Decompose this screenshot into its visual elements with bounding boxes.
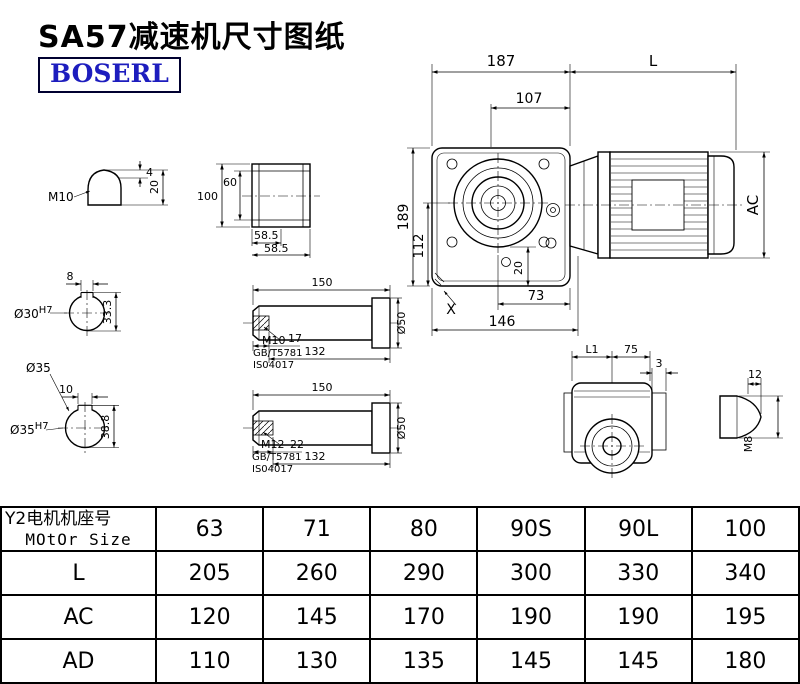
dim-shaft1-dia: Ø50 (395, 312, 408, 335)
motor-size-header: Y2电机机座号 MOtOr Size (0, 506, 157, 552)
AC-value-0: 120 (154, 594, 265, 640)
motor-size-90L: 90L (583, 506, 693, 552)
dim-shaft1-150: 150 (312, 276, 333, 289)
motor-size-63: 63 (154, 506, 265, 552)
rear-view: L1 75 3 (563, 343, 678, 479)
dimension-table: Y2电机机座号 MOtOr Size 63 71 80 90S 90L 100 … (0, 506, 800, 684)
dim-rear-L1: L1 (585, 343, 598, 356)
shaft1-std2-label: IS04017 (253, 360, 294, 371)
dim-shaft1-17: 17 (288, 332, 302, 345)
motor-size-header-en: MOtOr Size (25, 530, 132, 550)
table-row-AD: AD 110 130 135 145 145 180 (0, 638, 800, 684)
shaft1-thread-label: M10 (262, 334, 286, 347)
dim-bush-60: 60 (223, 176, 237, 189)
dim-main-20: 20 (512, 261, 525, 275)
dim-main-112: 112 (412, 234, 427, 259)
brand-logo: BOSERL (38, 57, 181, 93)
table-row-motor-size: Y2电机机座号 MOtOr Size 63 71 80 90S 90L 100 (0, 506, 800, 552)
table-row-L: L 205 260 290 300 330 340 (0, 550, 800, 596)
bore2-dia-label: Ø35H7 (10, 421, 49, 437)
dim-rear-75: 75 (624, 343, 638, 356)
L-value-3: 300 (476, 550, 586, 596)
dim-plug-20: 20 (148, 180, 161, 194)
dim-bore2-key: 10 (59, 383, 73, 396)
dim-bush-100: 100 (197, 190, 218, 203)
L-value-4: 330 (583, 550, 693, 596)
dim-main-L: L (649, 52, 658, 70)
dim-bore1-key: 8 (67, 270, 74, 283)
L-value-5: 340 (690, 550, 800, 596)
main-assembly-view: 187 L 107 189 112 20 AC 73 146 X (396, 52, 770, 336)
AC-value-3: 190 (476, 594, 586, 640)
shaft2-std2-label: IS04017 (252, 464, 293, 475)
dim-bore1-depth: 33.3 (101, 300, 114, 325)
dim-shaft2-132: 132 (305, 450, 326, 463)
AC-value-1: 145 (262, 594, 372, 640)
shaft2-std1-label: GB/T5781 (252, 452, 302, 463)
bore-section-35: 10 Ø35H7 38.8 (10, 383, 119, 454)
plug-thread-label: M10 (48, 190, 74, 204)
plug-section-right: 12 M8 (719, 368, 783, 453)
shaft-drawing-2: M12 GB/T5781 IS04017 22 132 150 Ø50 (243, 381, 408, 475)
view-label-X: X (446, 302, 456, 318)
dim-shaft2-150: 150 (312, 381, 333, 394)
motor-size-80: 80 (369, 506, 479, 552)
motor-size-90S: 90S (476, 506, 586, 552)
AD-value-1: 130 (262, 638, 372, 684)
AD-value-4: 145 (583, 638, 693, 684)
dim-plug-right-12: 12 (748, 368, 762, 381)
dim-main-AC: AC (744, 195, 762, 215)
AC-value-4: 190 (583, 594, 693, 640)
dim-bush-585a: 58.5 (254, 229, 279, 242)
bore1-dia-label: Ø30H7 (14, 305, 53, 321)
table-row-AC: AC 120 145 170 190 190 195 (0, 594, 800, 640)
bore2-outer-label: Ø35 (26, 361, 51, 375)
shaft1-std1-label: GB/T5781 (253, 348, 303, 359)
dim-bore2-depth: 38.8 (99, 415, 112, 440)
row-label-AD: AD (0, 638, 157, 684)
L-value-0: 205 (154, 550, 265, 596)
AC-value-2: 170 (369, 594, 479, 640)
plug-right-thread-label: M8 (742, 436, 755, 453)
bushing-section-view: 100 60 58.5 58.5 (197, 163, 320, 258)
dim-main-146: 146 (489, 314, 516, 330)
motor-size-header-cn: Y2电机机座号 (5, 508, 112, 529)
page-title: SA57减速机尺寸图纸 (38, 20, 346, 55)
technical-drawing: 4 20 M10 100 60 58.5 58.5 (10, 52, 783, 479)
L-value-1: 260 (262, 550, 372, 596)
dim-bush-585b: 58.5 (264, 242, 289, 255)
dim-main-189: 189 (396, 204, 412, 231)
L-value-2: 290 (369, 550, 479, 596)
dim-rear-3: 3 (656, 357, 663, 370)
dim-main-73: 73 (528, 289, 545, 304)
dim-plug-4: 4 (146, 166, 153, 179)
AC-value-5: 195 (690, 594, 800, 640)
plug-section-view: 4 20 M10 (48, 161, 168, 206)
dim-main-187: 187 (487, 52, 516, 70)
dim-main-107: 107 (516, 91, 543, 107)
AD-value-2: 135 (369, 638, 479, 684)
row-label-AC: AC (0, 594, 157, 640)
motor-size-71: 71 (262, 506, 372, 552)
AD-value-5: 180 (690, 638, 800, 684)
AD-value-0: 110 (154, 638, 265, 684)
dim-shaft1-132: 132 (305, 345, 326, 358)
row-label-L: L (0, 550, 157, 596)
bore-section-30: 8 Ø30H7 33.3 Ø35 (14, 270, 121, 412)
AD-value-3: 145 (476, 638, 586, 684)
dim-shaft2-dia: Ø50 (395, 417, 408, 440)
shaft-drawing-1: M10 GB/T5781 IS04017 17 132 150 Ø50 (243, 276, 408, 371)
motor-size-100: 100 (690, 506, 800, 552)
dim-shaft2-22: 22 (290, 438, 304, 451)
